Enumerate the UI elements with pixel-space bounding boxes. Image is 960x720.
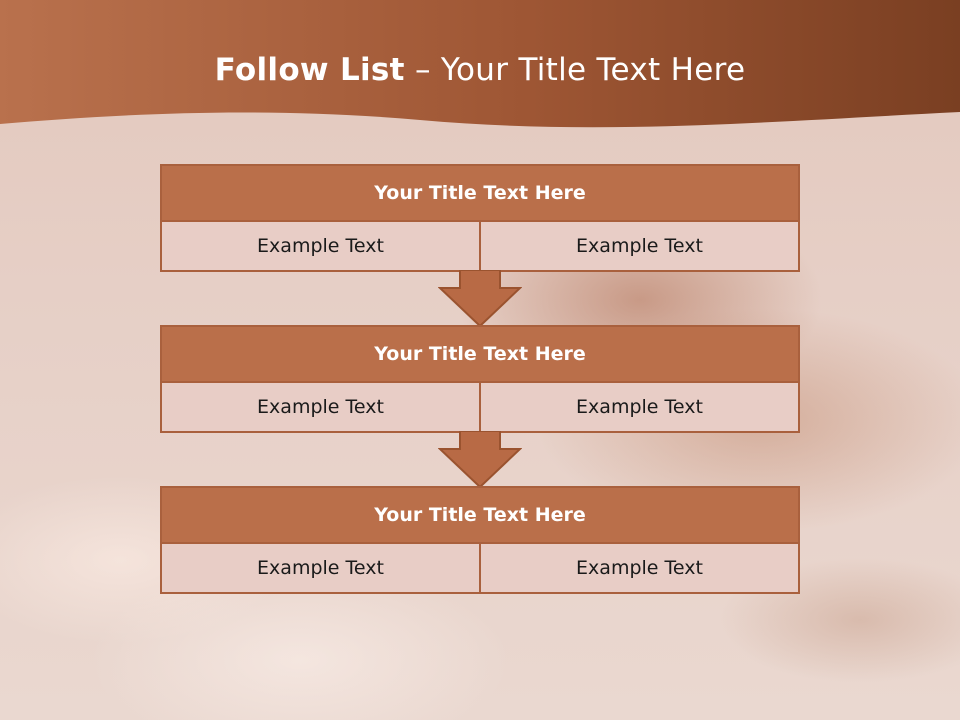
list-block-1: Your Title Text Here Example Text Exampl…	[160, 164, 800, 272]
block-title: Your Title Text Here	[162, 488, 798, 544]
down-arrow-icon	[438, 431, 522, 489]
slide-title-bold: Follow List	[214, 52, 405, 88]
list-block-3: Your Title Text Here Example Text Exampl…	[160, 486, 800, 594]
block-row: Example Text Example Text	[162, 383, 798, 431]
block-cell-right: Example Text	[479, 544, 798, 592]
block-cell-left: Example Text	[162, 222, 479, 270]
block-cell-left: Example Text	[162, 383, 479, 431]
slide-title-rest: – Your Title Text Here	[414, 52, 746, 88]
slide-title: Follow List – Your Title Text Here	[0, 52, 960, 88]
down-arrow-icon	[438, 270, 522, 328]
block-row: Example Text Example Text	[162, 222, 798, 270]
block-title: Your Title Text Here	[162, 166, 798, 222]
block-title: Your Title Text Here	[162, 327, 798, 383]
block-cell-left: Example Text	[162, 544, 479, 592]
block-cell-right: Example Text	[479, 383, 798, 431]
block-cell-right: Example Text	[479, 222, 798, 270]
header-band	[0, 0, 960, 128]
block-row: Example Text Example Text	[162, 544, 798, 592]
list-block-2: Your Title Text Here Example Text Exampl…	[160, 325, 800, 433]
